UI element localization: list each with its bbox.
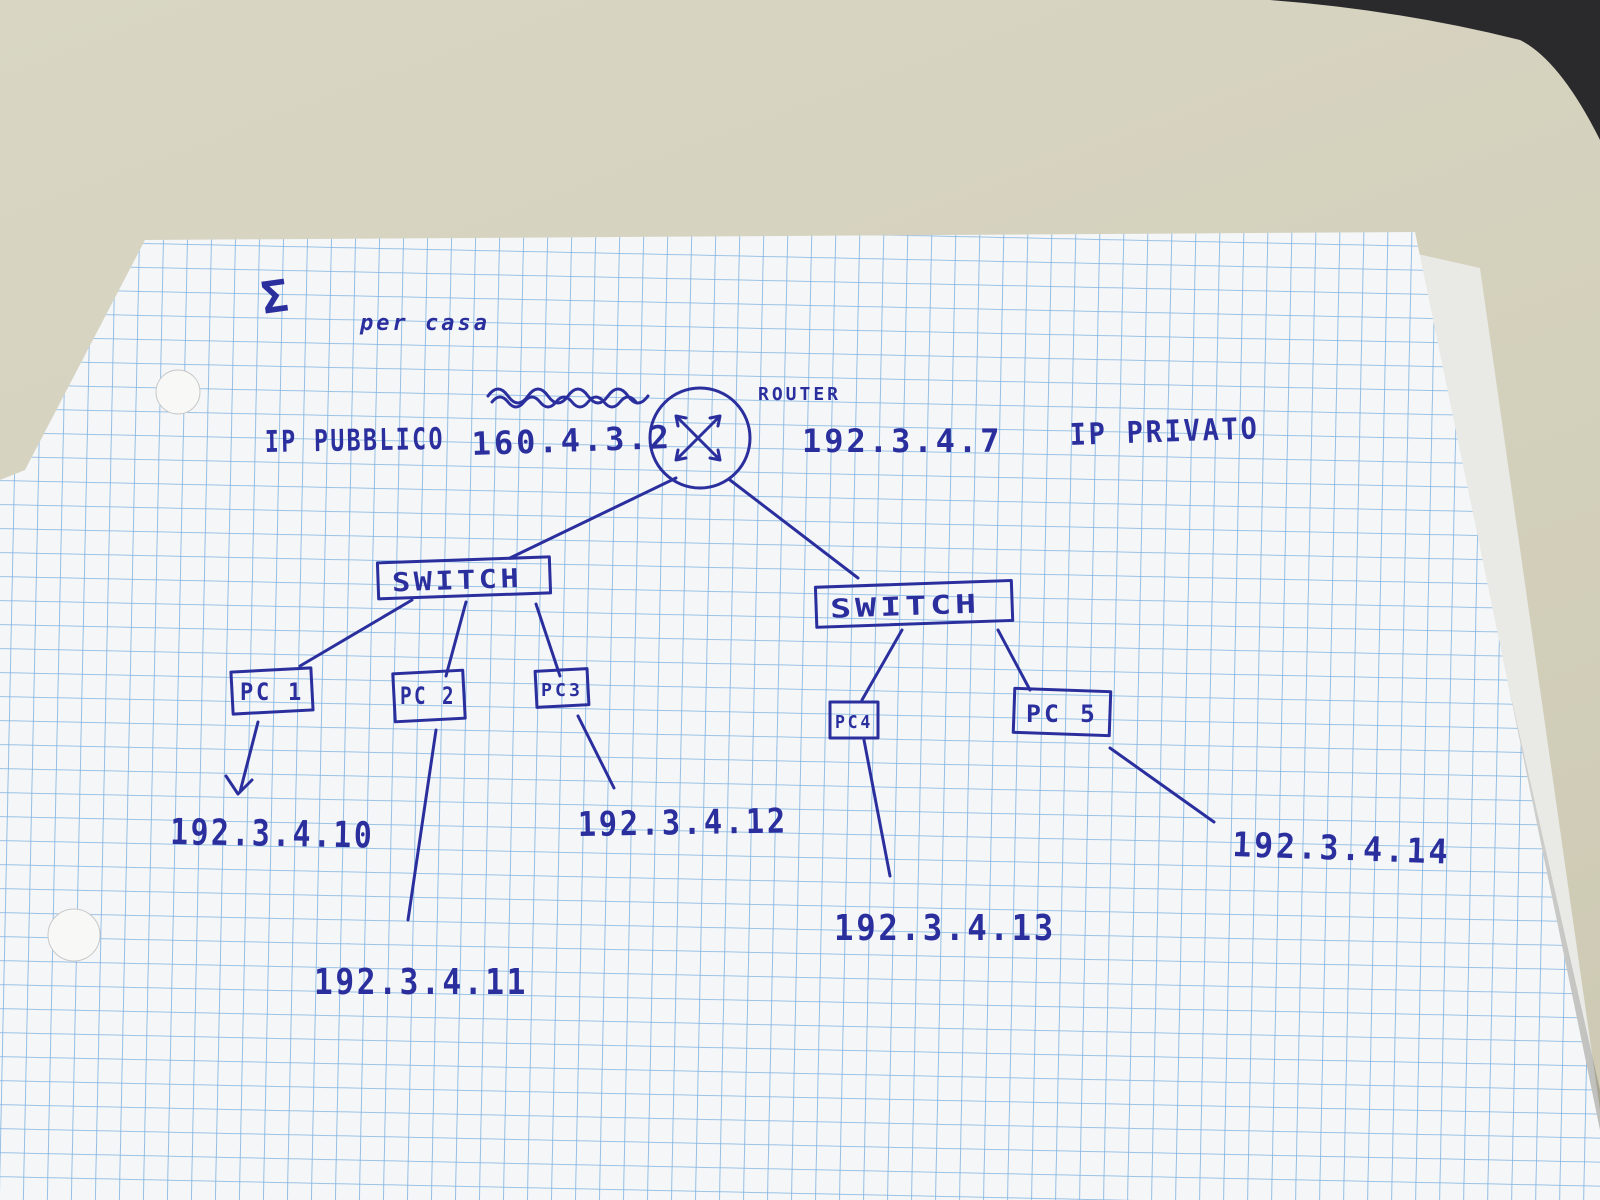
heading-mark: Σ	[258, 270, 294, 325]
public-ip: 160.4.3.2	[471, 418, 673, 463]
pc-1: PC 1	[229, 666, 315, 716]
pc-1-label: PC 1	[240, 678, 304, 706]
switch-right: SWITCH	[813, 578, 1015, 629]
pc-2-label: PC 2	[400, 682, 456, 710]
pc-3-ip: 192.3.4.12	[577, 801, 788, 845]
scribble	[486, 387, 650, 409]
pc-3: PC3	[533, 667, 591, 709]
punch-hole-bottom	[47, 908, 101, 962]
pc-5: PC 5	[1011, 686, 1113, 738]
pc-3-label: PC3	[541, 680, 583, 701]
grid-sheet	[0, 232, 1600, 1200]
line-pc3-ip	[576, 714, 616, 790]
private-ip: 192.3.4.7	[802, 422, 1002, 460]
pc-5-label: PC 5	[1026, 700, 1098, 728]
switch-left: SWITCH	[375, 555, 553, 601]
router-icon	[648, 386, 752, 490]
link-switch-pc2	[444, 600, 468, 678]
link-switch-pc5	[996, 628, 1032, 692]
punch-hole-top	[155, 369, 201, 415]
pc-5-ip: 192.3.4.14	[1232, 825, 1451, 873]
pc-4-label: PC4	[835, 712, 873, 733]
line-pc4-ip	[862, 738, 892, 878]
switch-left-label: SWITCH	[392, 564, 523, 599]
heading-words: per casa	[359, 311, 490, 336]
pc-4-ip: 192.3.4.13	[834, 908, 1056, 949]
pc-4: PC4	[828, 700, 880, 740]
switch-right-label: SWITCH	[830, 590, 981, 625]
link-switch-pc3	[534, 602, 562, 678]
pc-2-ip: 192.3.4.11	[314, 962, 528, 1003]
public-ip-label: IP PUBBLICO	[265, 422, 446, 460]
link-switch-pc4	[860, 628, 904, 702]
dark-object	[1270, 0, 1600, 140]
link-router-switch-right	[728, 478, 860, 580]
line-pc2-ip	[406, 728, 438, 922]
router-label: ROUTER	[758, 384, 841, 405]
link-switch-pc1	[298, 598, 414, 668]
link-router-switch-left	[508, 476, 678, 560]
pc-1-ip: 192.3.4.10	[170, 812, 375, 857]
arrow-pc1-ip	[224, 720, 260, 796]
line-pc5-ip	[1108, 746, 1216, 824]
pc-2: PC 2	[391, 668, 467, 724]
private-ip-label: IP PRIVATO	[1069, 411, 1260, 453]
